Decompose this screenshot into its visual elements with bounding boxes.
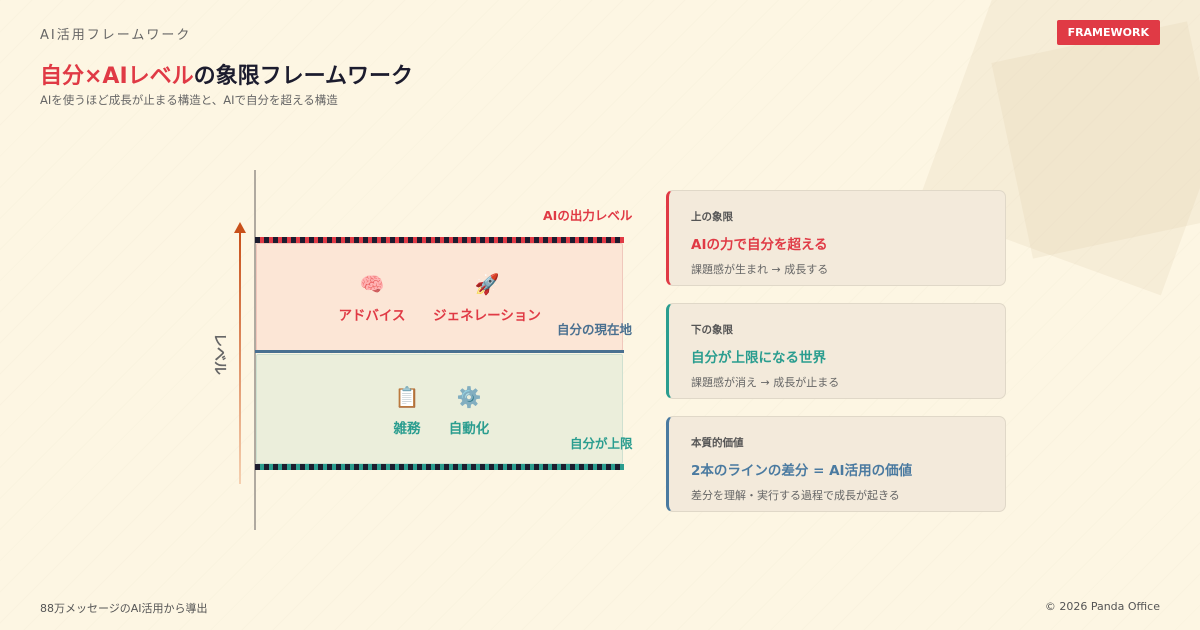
self-limit-label: 自分が上限 xyxy=(570,436,633,451)
arrow-head-icon xyxy=(234,222,246,233)
item-generation: 🚀 ジェネレーション xyxy=(426,272,548,324)
rocket-icon: 🚀 xyxy=(474,272,500,296)
subtitle: AIを使うほど成長が止まる構造と、AIで自分を超える構造 xyxy=(40,93,338,107)
card-description: 課題感が消え → 成長が止まる xyxy=(691,376,840,389)
card-description: 課題感が生まれ → 成長する xyxy=(691,263,829,276)
title-highlight: 自分×AIレベル xyxy=(40,64,194,89)
eyebrow: AI活用フレームワーク xyxy=(40,28,192,43)
item-advice: 🧠 アドバイス xyxy=(332,272,412,324)
page-title: 自分×AIレベルの象限フレームワーク xyxy=(40,58,413,90)
upper-quadrant xyxy=(256,243,623,351)
ai-output-line xyxy=(255,237,624,243)
self-limit-line xyxy=(255,464,624,470)
card-kicker: 上の象限 xyxy=(691,211,733,223)
item-automation: ⚙️ 自動化 xyxy=(443,385,495,437)
current-self-label: 自分の現在地 xyxy=(557,322,633,337)
level-arrow xyxy=(239,232,241,484)
clipboard-icon: 📋 xyxy=(394,385,420,409)
card-lower-quadrant: 下の象限 自分が上限になる世界 課題感が消え → 成長が止まる xyxy=(666,303,1006,399)
item-label: 雑務 xyxy=(393,421,421,437)
item-label: アドバイス xyxy=(338,308,406,324)
card-description: 差分を理解・実行する過程で成長が起きる xyxy=(691,489,900,502)
y-axis-label: レベル xyxy=(211,333,227,375)
card-heading: AIの力で自分を超える xyxy=(691,237,828,253)
current-self-line xyxy=(255,350,624,353)
footer-copyright: © 2026 Panda Office xyxy=(1044,600,1160,613)
card-kicker: 下の象限 xyxy=(691,324,733,336)
framework-badge: FRAMEWORK xyxy=(1056,20,1160,45)
brain-icon: 🧠 xyxy=(359,272,385,296)
ai-output-label: AIの出力レベル xyxy=(543,208,633,223)
card-essential-value: 本質的価値 2本のラインの差分 = AI活用の価値 差分を理解・実行する過程で成… xyxy=(666,416,1006,512)
title-rest: の象限フレームワーク xyxy=(193,64,413,89)
gear-icon: ⚙️ xyxy=(456,385,482,409)
item-label: ジェネレーション xyxy=(433,308,541,324)
card-kicker: 本質的価値 xyxy=(691,437,744,449)
footer-source: 88万メッセージのAI活用から導出 xyxy=(40,602,208,615)
lower-quadrant xyxy=(256,354,623,464)
card-heading: 自分が上限になる世界 xyxy=(691,350,826,366)
item-chores: 📋 雑務 xyxy=(386,385,428,437)
item-label: 自動化 xyxy=(448,421,490,437)
card-upper-quadrant: 上の象限 AIの力で自分を超える 課題感が生まれ → 成長する xyxy=(666,190,1006,286)
card-heading: 2本のラインの差分 = AI活用の価値 xyxy=(691,463,913,479)
